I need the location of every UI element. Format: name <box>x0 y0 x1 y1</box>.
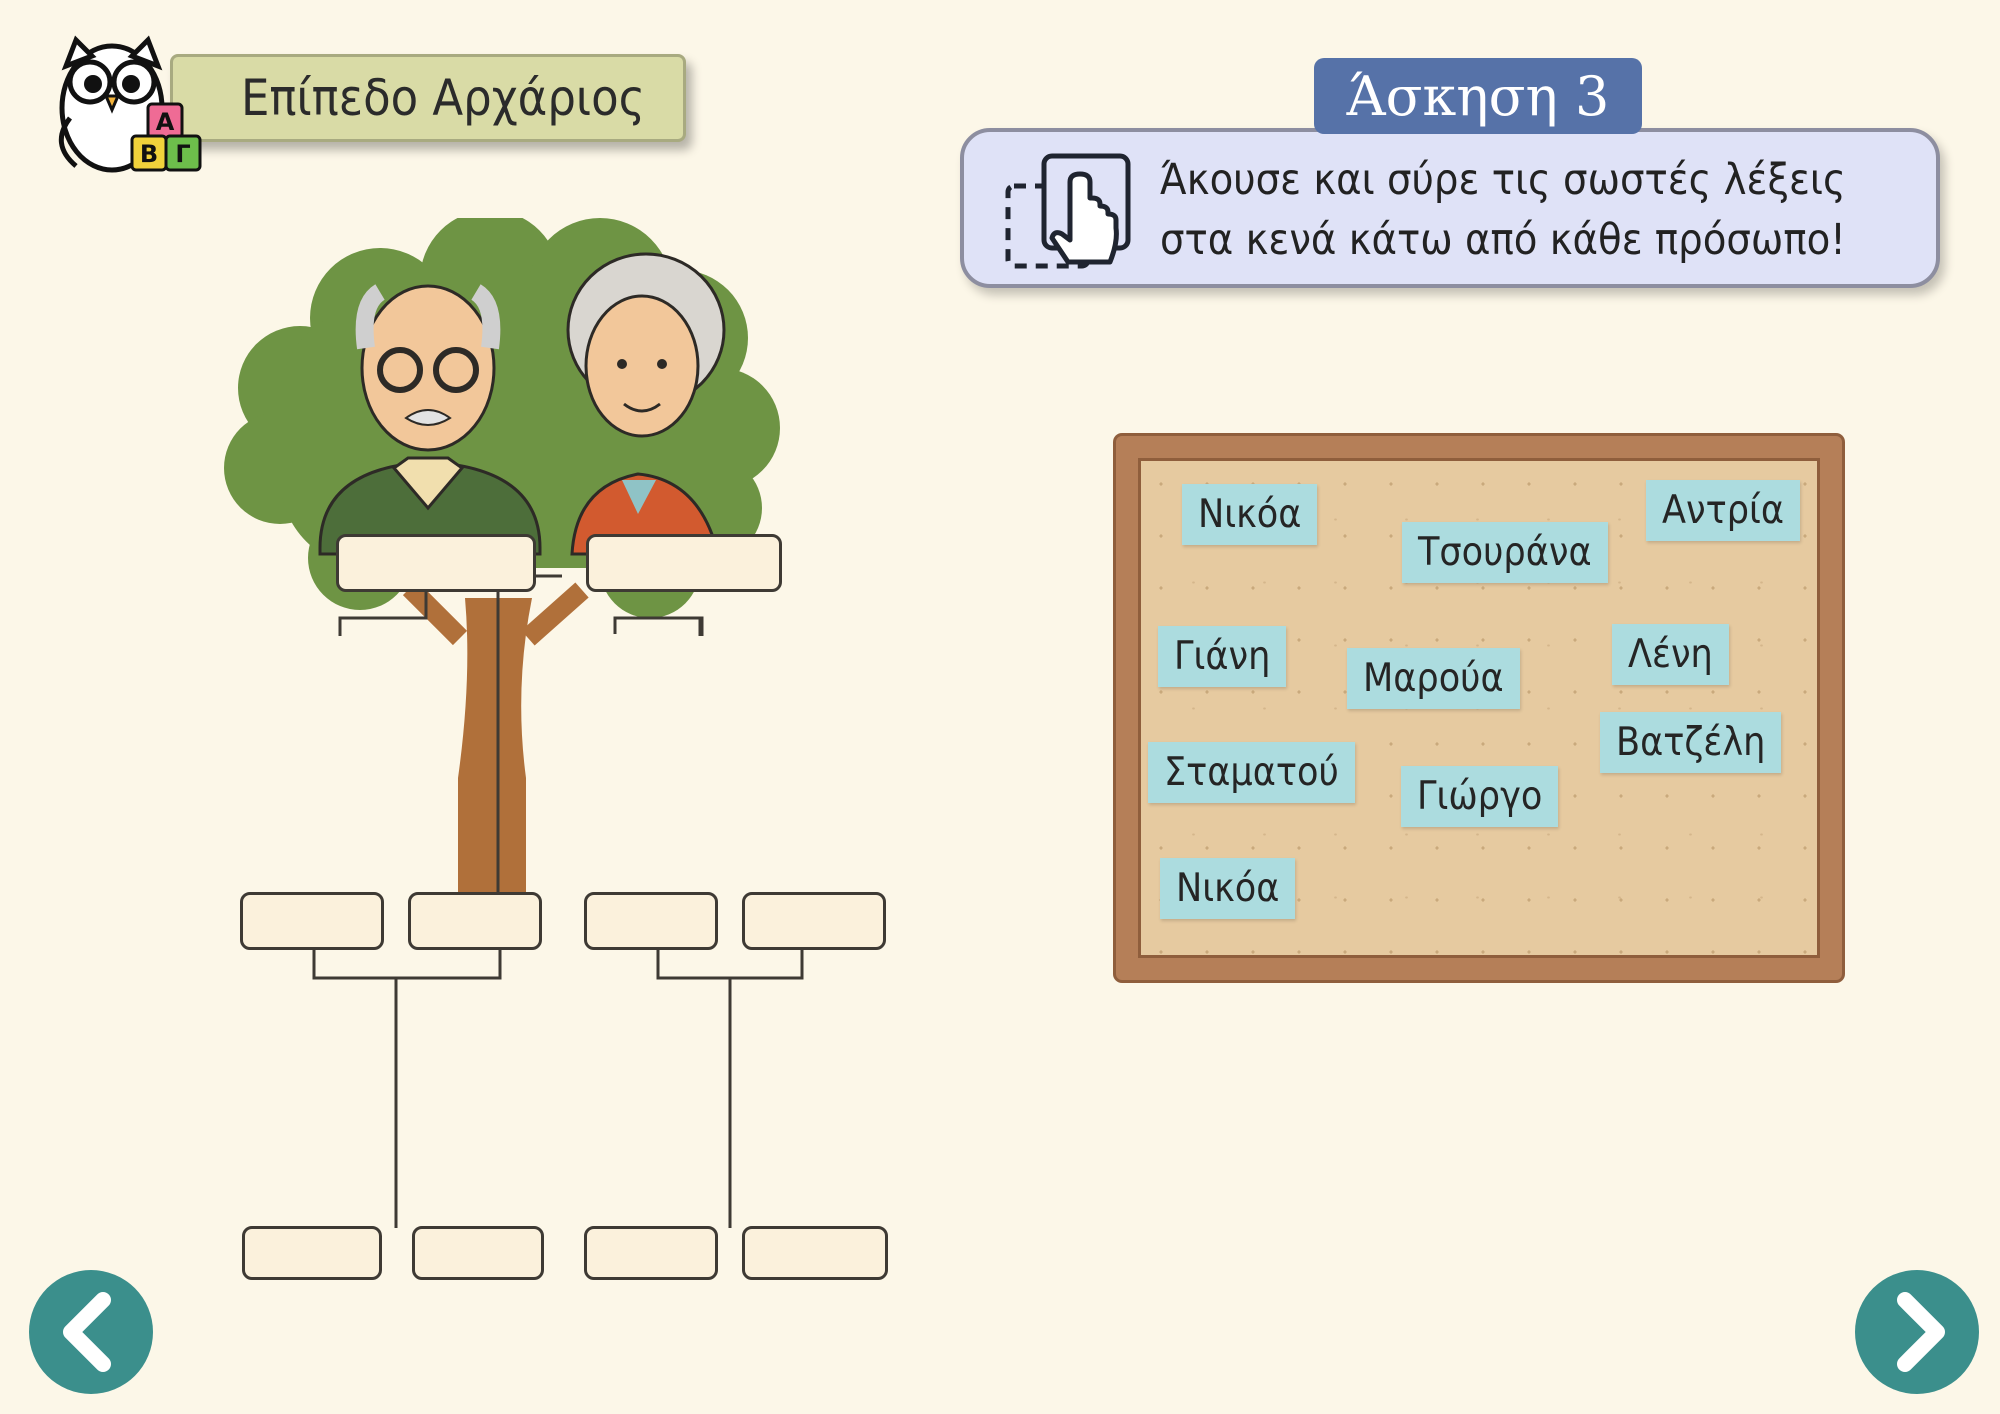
tree-trunk <box>458 598 532 908</box>
word-card[interactable]: Τσουράνα <box>1402 522 1608 583</box>
chevron-left-icon <box>63 1292 111 1372</box>
instruction-text: Άκουσε και σύρε τις σωστές λέξεις στα κε… <box>1160 155 1846 265</box>
word-card[interactable]: Γιάνη <box>1158 626 1287 687</box>
instruction-box: Άκουσε και σύρε τις σωστές λέξεις στα κε… <box>960 128 1940 288</box>
level-banner: Επίπεδο Αρχάριος <box>170 54 686 142</box>
drag-drop-hand-icon <box>1005 153 1131 269</box>
word-card[interactable]: Νικόα <box>1160 858 1296 919</box>
person-grandfather <box>318 284 542 556</box>
name-slot-father-right[interactable] <box>742 892 886 950</box>
chevron-right-icon <box>1897 1292 1945 1372</box>
previous-button[interactable] <box>29 1270 153 1394</box>
name-slot-mother-left[interactable] <box>408 892 542 950</box>
name-slot-boy-green[interactable] <box>412 1226 544 1280</box>
logo-letter-a: Α <box>156 108 175 136</box>
name-slot-girl[interactable] <box>242 1226 382 1280</box>
word-card[interactable]: Βατζέλη <box>1600 712 1782 773</box>
exercise-title: Άσκηση 3 <box>1314 58 1642 134</box>
name-slot-grandfather[interactable] <box>336 534 536 592</box>
owl-abc-logo: Α Β Γ <box>58 35 202 173</box>
name-slot-grandmother[interactable] <box>586 534 782 592</box>
family-tree <box>210 210 920 1298</box>
family-tree-illustration <box>224 210 804 1228</box>
name-slot-father-left[interactable] <box>240 892 384 950</box>
word-card[interactable]: Αντρία <box>1646 480 1800 541</box>
name-slot-boy-teal[interactable] <box>742 1226 888 1280</box>
logo-letter-g: Γ <box>175 140 190 168</box>
word-card[interactable]: Μαρούα <box>1347 648 1520 709</box>
tree-connectors <box>312 574 804 1228</box>
next-button[interactable] <box>1855 1270 1979 1394</box>
word-card[interactable]: Λένη <box>1612 624 1729 685</box>
name-slot-boy-orange[interactable] <box>584 1226 718 1280</box>
logo-letter-b: Β <box>140 140 158 168</box>
name-slot-mother-right[interactable] <box>584 892 718 950</box>
word-card[interactable]: Γιώργο <box>1401 766 1559 827</box>
word-card[interactable]: Νικόα <box>1182 484 1318 545</box>
level-label: Επίπεδο Αρχάριος <box>240 69 646 127</box>
word-card[interactable]: Σταματού <box>1148 742 1355 803</box>
